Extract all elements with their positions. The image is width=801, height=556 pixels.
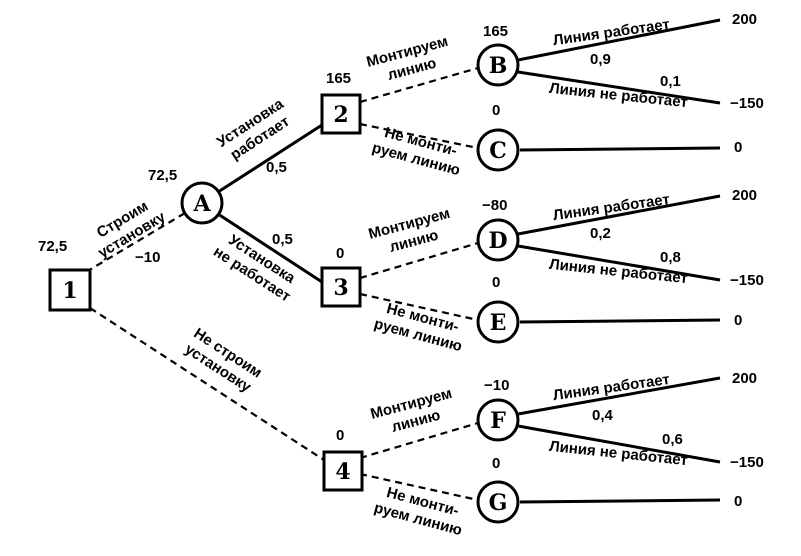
value-node-1: 72,5 — [38, 238, 67, 255]
prob-b-up: 0,9 — [590, 51, 611, 68]
outcome-b-down: −150 — [730, 95, 764, 112]
value-node-g: 0 — [492, 455, 500, 472]
prob-b-down: 0,1 — [660, 73, 681, 90]
node-3: 3 — [320, 266, 362, 308]
edge-3-d — [359, 241, 479, 280]
outcome-d-down: −150 — [730, 272, 764, 289]
edge-g-0 — [519, 498, 721, 504]
svg-text:4: 4 — [335, 459, 350, 485]
node-c: C — [476, 128, 520, 172]
outcome-g: 0 — [734, 493, 742, 510]
svg-text:B: B — [489, 53, 508, 79]
value-node-b: 165 — [483, 23, 508, 40]
value-node-e: 0 — [492, 274, 500, 291]
prob-works: 0,5 — [266, 159, 287, 176]
svg-text:G: G — [489, 490, 508, 516]
edge-1-a — [85, 212, 186, 273]
edge-3-e — [359, 292, 479, 322]
node-4: 4 — [322, 450, 364, 492]
label-not-build: Не строим установку — [182, 325, 265, 396]
node-1: 1 — [48, 268, 92, 312]
edge-a-2 — [217, 123, 323, 194]
label-mount-3: Монтируем линию — [367, 205, 452, 256]
label-line-works-b: Линия работает — [552, 16, 671, 49]
value-node-3: 0 — [336, 245, 344, 262]
edge-e-0 — [519, 318, 721, 324]
outcome-f-up: 200 — [732, 370, 757, 387]
value-node-c: 0 — [492, 102, 500, 119]
svg-text:E: E — [490, 310, 507, 336]
svg-text:2: 2 — [333, 102, 348, 128]
cost-build: −10 — [135, 249, 160, 266]
value-node-f: −10 — [484, 377, 509, 394]
edge-f-200 — [517, 376, 721, 416]
label-works: Установка работает — [214, 95, 293, 164]
node-a: A — [180, 181, 224, 225]
prob-f-down: 0,6 — [662, 431, 683, 448]
svg-text:F: F — [490, 408, 506, 434]
label-line-works-f: Линия работает — [552, 371, 671, 404]
outcome-d-up: 200 — [732, 187, 757, 204]
outcome-f-down: −150 — [730, 454, 764, 471]
edge-a-3 — [217, 212, 323, 284]
node-2: 2 — [320, 93, 362, 135]
edge-4-f — [359, 421, 479, 460]
prob-d-up: 0,2 — [590, 225, 611, 242]
label-not-mount-2: Не монти- руем линию — [370, 124, 462, 179]
outcome-c: 0 — [734, 139, 742, 156]
label-line-works-d: Линия работает — [552, 191, 671, 224]
node-b: B — [476, 43, 520, 87]
node-e: E — [476, 300, 520, 344]
value-node-4: 0 — [336, 427, 344, 444]
value-node-2: 165 — [326, 70, 351, 87]
svg-text:3: 3 — [333, 275, 348, 301]
svg-text:1: 1 — [62, 278, 77, 304]
edge-f-150 — [517, 424, 721, 464]
edge-b-150 — [517, 70, 721, 105]
prob-d-down: 0,8 — [660, 249, 681, 266]
value-node-a: 72,5 — [148, 167, 177, 184]
outcome-e: 0 — [734, 312, 742, 329]
node-f: F — [476, 398, 520, 442]
edge-b-200 — [517, 18, 721, 62]
prob-f-up: 0,4 — [592, 407, 614, 424]
svg-text:A: A — [192, 191, 211, 217]
node-g: G — [476, 480, 520, 524]
edge-d-200 — [517, 194, 721, 236]
prob-not-works: 0,5 — [272, 231, 293, 248]
edge-4-g — [359, 472, 479, 502]
svg-text:C: C — [489, 138, 507, 164]
outcome-b-up: 200 — [732, 11, 757, 28]
value-node-d: −80 — [482, 197, 507, 214]
edge-d-150 — [517, 244, 721, 282]
edge-2-c — [359, 122, 479, 150]
svg-text:D: D — [488, 228, 507, 254]
node-d: D — [476, 218, 520, 262]
edge-c-0 — [519, 146, 721, 152]
edge-1-4 — [89, 307, 325, 461]
label-not-mount-4: Не монти- руем линию — [372, 484, 464, 539]
edge-2-b — [359, 66, 479, 104]
label-mount-2: Монтируем линию — [365, 33, 450, 84]
